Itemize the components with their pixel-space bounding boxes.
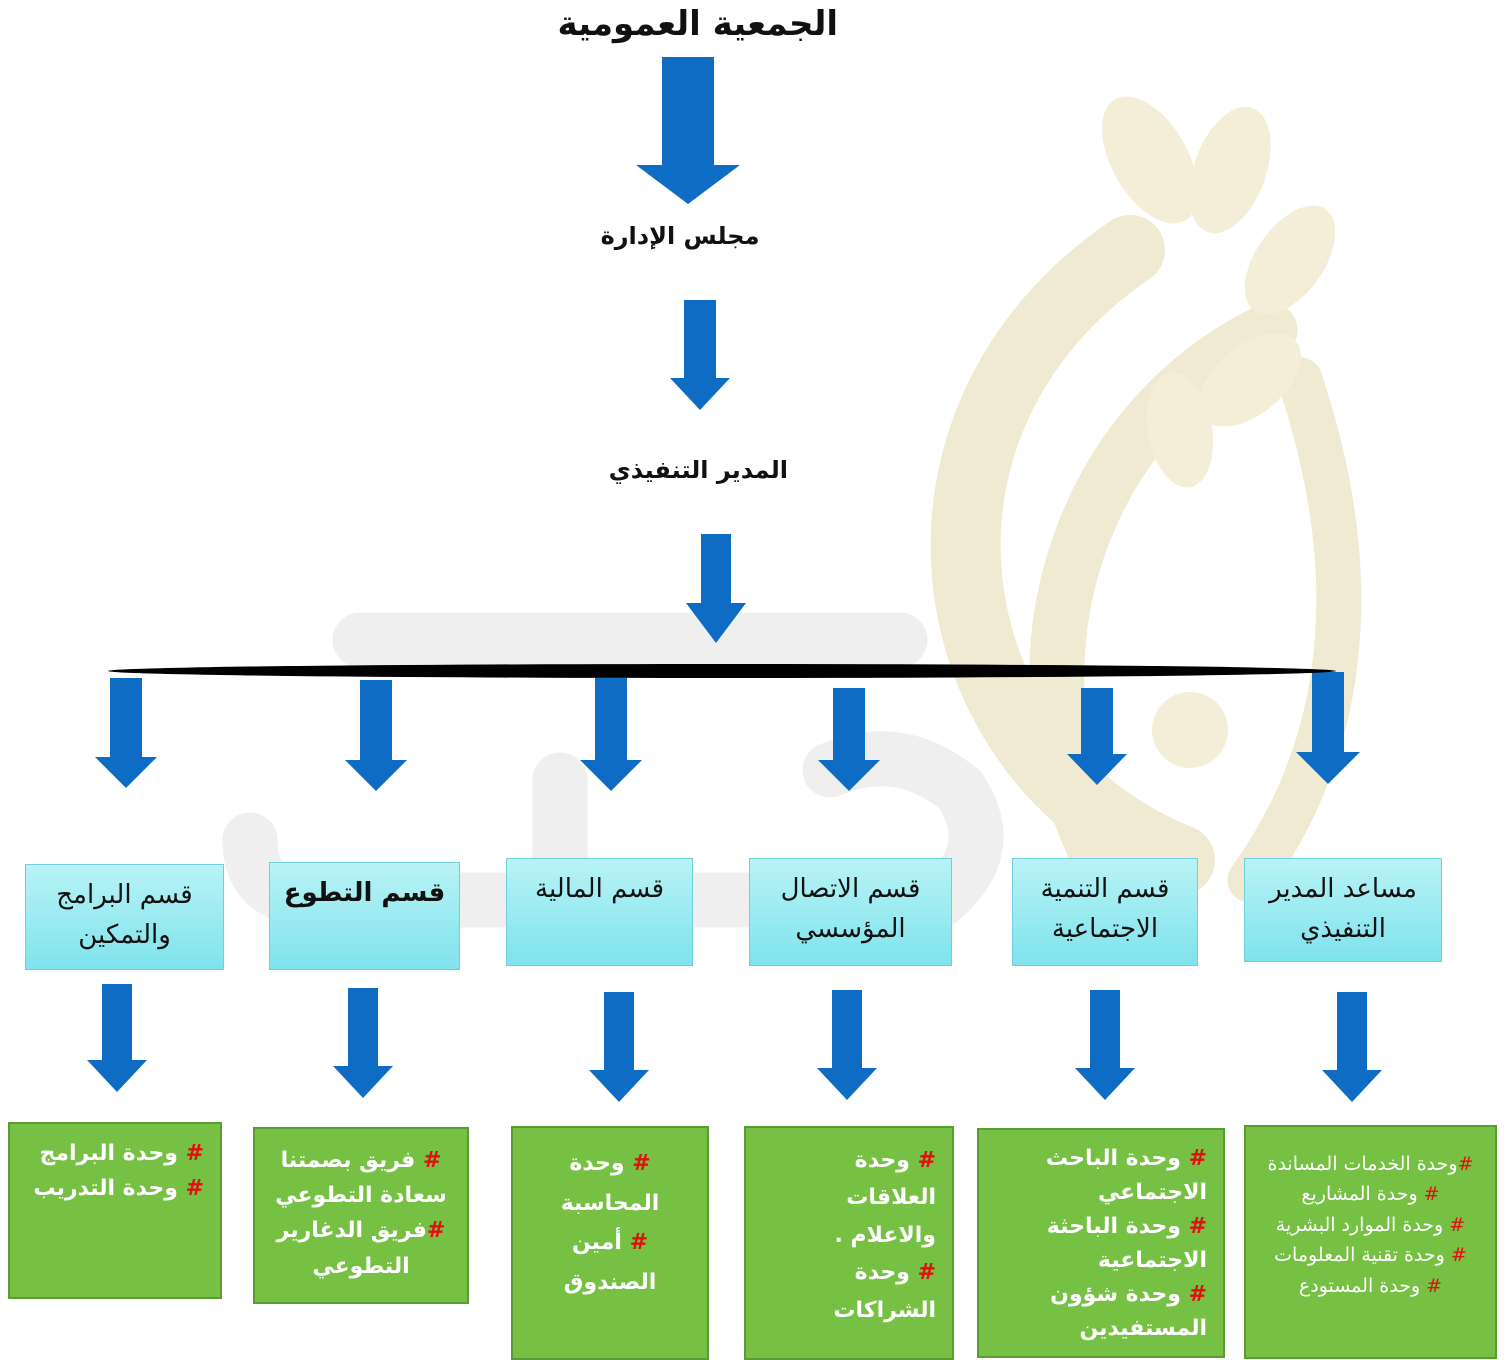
arrow-down-icon [1067, 688, 1127, 785]
arrow-down-icon [333, 988, 393, 1098]
unit-item: # وحدة العلاقات والاعلام . [834, 1148, 936, 1248]
dept-box: قسم التنمية الاجتماعية [1012, 858, 1198, 966]
unit-item: # وحدة البرامج [39, 1141, 204, 1166]
executive-director-title: المدير التنفيذي [608, 456, 788, 484]
arrow-down-icon [589, 992, 649, 1102]
unit-item: # فريق بصمتنا سعادة التطوعي [275, 1148, 447, 1209]
unit-item: # وحدة المشاريع [1301, 1183, 1440, 1206]
unit-item: # وحدة الموارد البشرية [1275, 1213, 1466, 1236]
arrow-down-icon [670, 300, 730, 410]
arrow-down-icon [87, 984, 147, 1092]
arrow-down-icon [1322, 992, 1382, 1102]
unit-item: # وحدة الشراكات [833, 1260, 936, 1323]
unit-item: # وحدة الباحثة الاجتماعية [1046, 1214, 1207, 1274]
dept-box: قسم الاتصال المؤسسي [749, 858, 952, 966]
arrow-down-icon [817, 990, 877, 1100]
dept-box: مساعد المدير التنفيذي [1244, 858, 1442, 962]
arrow-down-icon [636, 57, 740, 204]
connector-bar [108, 664, 1336, 678]
unit-item: # وحدة الباحث الاجتماعي [1045, 1146, 1207, 1206]
unit-box: # وحدة الباحث الاجتماعي # وحدة الباحثة ا… [977, 1128, 1225, 1358]
unit-item: # وحدة التدريب [33, 1176, 204, 1202]
unit-item: # وحدة تقنية المعلومات [1274, 1244, 1467, 1267]
unit-item: # وحدة المستودع [1298, 1274, 1443, 1297]
general-assembly-title: الجمعية العمومية [557, 4, 838, 44]
board-title: مجلس الإدارة [600, 222, 760, 250]
arrow-down-icon [95, 678, 157, 788]
dept-box: قسم البرامج والتمكين [25, 864, 224, 970]
arrow-down-icon [1075, 990, 1135, 1100]
unit-box: # فريق بصمتنا سعادة التطوعي #فريق الدغار… [253, 1127, 469, 1304]
unit-item: # وحدة شؤون المستفيدين [1050, 1282, 1207, 1342]
dept-box: قسم المالية [506, 858, 693, 966]
unit-item: # وحدة المحاسبة [560, 1151, 660, 1216]
unit-item: #فريق الدغارير التطوعي [276, 1218, 446, 1279]
unit-box: #وحدة الخدمات المساندة # وحدة المشاريع #… [1244, 1125, 1497, 1359]
unit-item: #وحدة الخدمات المساندة [1267, 1153, 1474, 1175]
unit-box: # وحدة العلاقات والاعلام . # وحدة الشراك… [744, 1126, 954, 1360]
arrow-down-icon [580, 678, 642, 791]
unit-box: # وحدة المحاسبة # أمين الصندوق [511, 1126, 709, 1360]
arrow-down-icon [345, 680, 407, 791]
arrow-down-icon [686, 534, 746, 643]
dept-box: قسم التطوع [269, 862, 460, 970]
arrow-down-icon [818, 688, 880, 791]
unit-box: # وحدة البرامج # وحدة التدريب [8, 1122, 222, 1299]
arrow-down-icon [1296, 672, 1360, 784]
unit-item: # أمين الصندوق [563, 1230, 657, 1295]
